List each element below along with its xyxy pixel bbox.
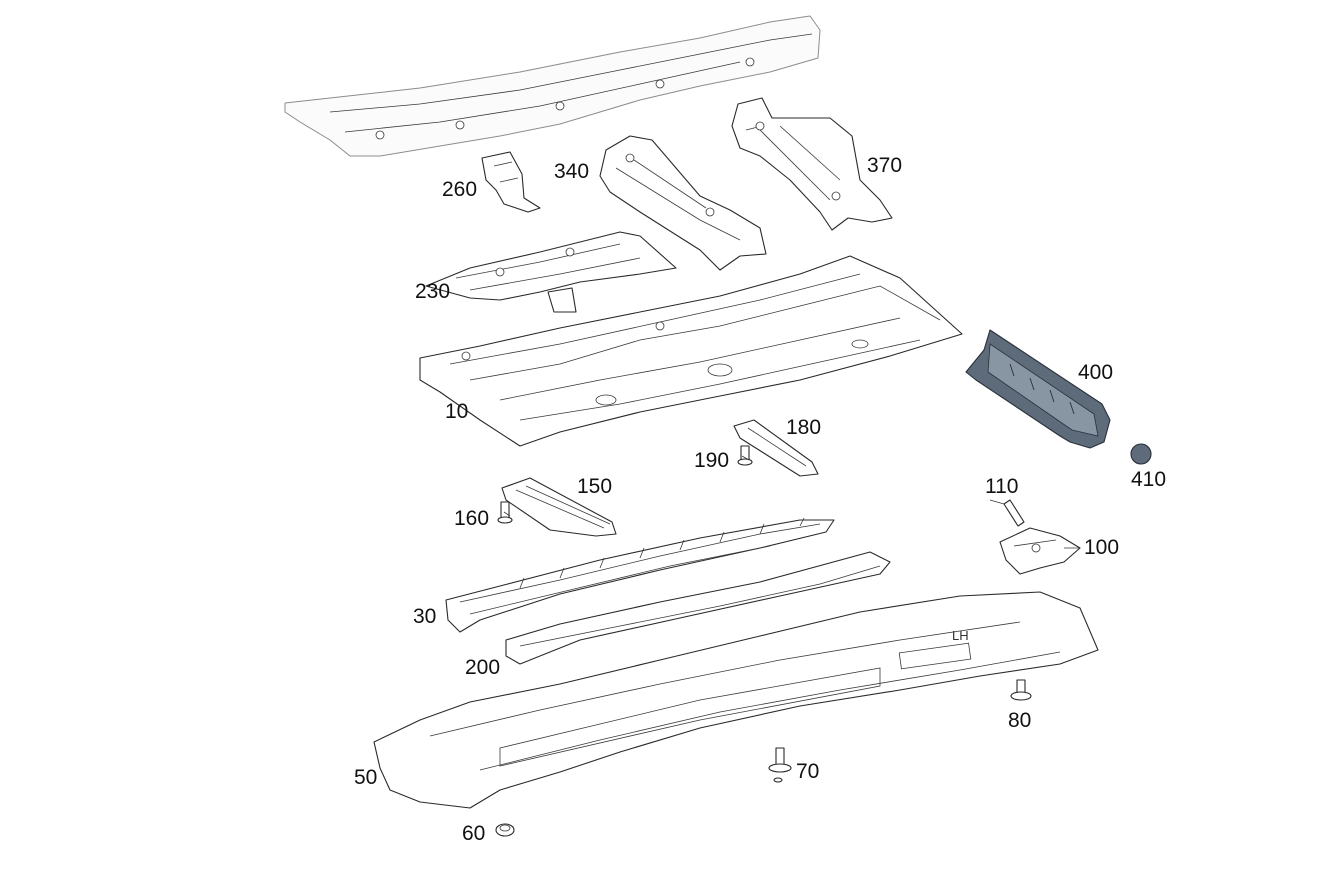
- part-340-seat-crossmember[interactable]: [599, 135, 767, 271]
- part-400-trim-panel[interactable]: [965, 329, 1111, 449]
- callout-10[interactable]: 10: [445, 400, 469, 423]
- part-100-bracket[interactable]: [999, 527, 1081, 575]
- callout-110[interactable]: 110: [985, 475, 1019, 498]
- callout-230[interactable]: 230: [415, 280, 451, 303]
- part-80-bolt[interactable]: [1010, 679, 1032, 701]
- part-60-nut[interactable]: [495, 823, 515, 837]
- callout-60[interactable]: 60: [462, 822, 486, 845]
- leader-lines: [503, 455, 1080, 549]
- part-30-sill-rail[interactable]: [445, 517, 835, 633]
- callout-30[interactable]: 30: [413, 605, 437, 628]
- callout-160[interactable]: 160: [454, 507, 490, 530]
- part-70-screw[interactable]: [768, 747, 792, 783]
- callout-410[interactable]: 410: [1131, 468, 1167, 491]
- part-50-underbody-panel[interactable]: LH: [373, 591, 1099, 809]
- part-230-floor-member[interactable]: [425, 231, 677, 313]
- callout-80[interactable]: 80: [1008, 709, 1032, 732]
- callout-180[interactable]: 180: [786, 416, 822, 439]
- part-370-seat-bracket[interactable]: [731, 97, 893, 231]
- part-200-inner-rail[interactable]: [505, 551, 891, 665]
- callout-190[interactable]: 190: [694, 449, 730, 472]
- underbody-marking-text: LH: [952, 628, 969, 643]
- part-160-bolt[interactable]: [497, 501, 513, 524]
- part-260-bracket[interactable]: [481, 151, 541, 213]
- callout-400[interactable]: 400: [1078, 361, 1114, 384]
- callout-150[interactable]: 150: [577, 475, 613, 498]
- part-10-floor-panel[interactable]: [419, 255, 963, 447]
- callout-100[interactable]: 100: [1084, 536, 1120, 559]
- part-top-crossmember[interactable]: [284, 15, 821, 157]
- part-150-strip[interactable]: [501, 477, 617, 537]
- part-190-bolt[interactable]: [737, 445, 753, 466]
- callout-200[interactable]: 200: [465, 656, 501, 679]
- part-110-screw[interactable]: [1003, 499, 1025, 527]
- callout-50[interactable]: 50: [354, 766, 378, 789]
- callout-370[interactable]: 370: [867, 154, 903, 177]
- part-410-plug[interactable]: [1130, 443, 1152, 465]
- part-180-strip[interactable]: [733, 419, 819, 477]
- callout-70[interactable]: 70: [796, 760, 820, 783]
- callout-260[interactable]: 260: [442, 178, 478, 201]
- callout-340[interactable]: 340: [554, 160, 590, 183]
